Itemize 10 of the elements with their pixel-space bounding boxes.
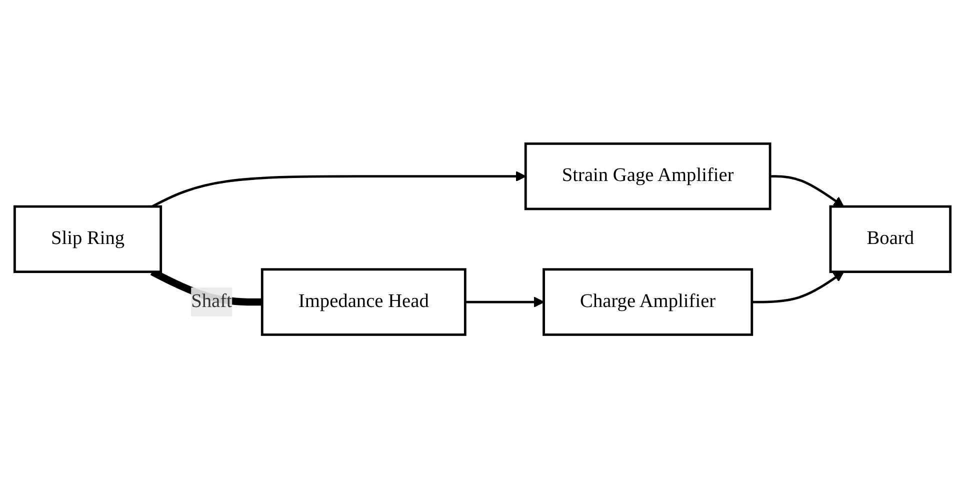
node-box [524,142,772,210]
arrow [770,175,844,208]
node-box [260,268,466,336]
node-box [13,206,162,274]
block-diagram: Shaft Slip Ring Strain Gage Amplifier Board Impedance Head Charge Amplifier [5,134,960,345]
node-box [542,268,754,336]
arrow [465,297,544,308]
arrow [151,171,526,208]
node-box [829,206,952,274]
arrow [752,272,844,304]
